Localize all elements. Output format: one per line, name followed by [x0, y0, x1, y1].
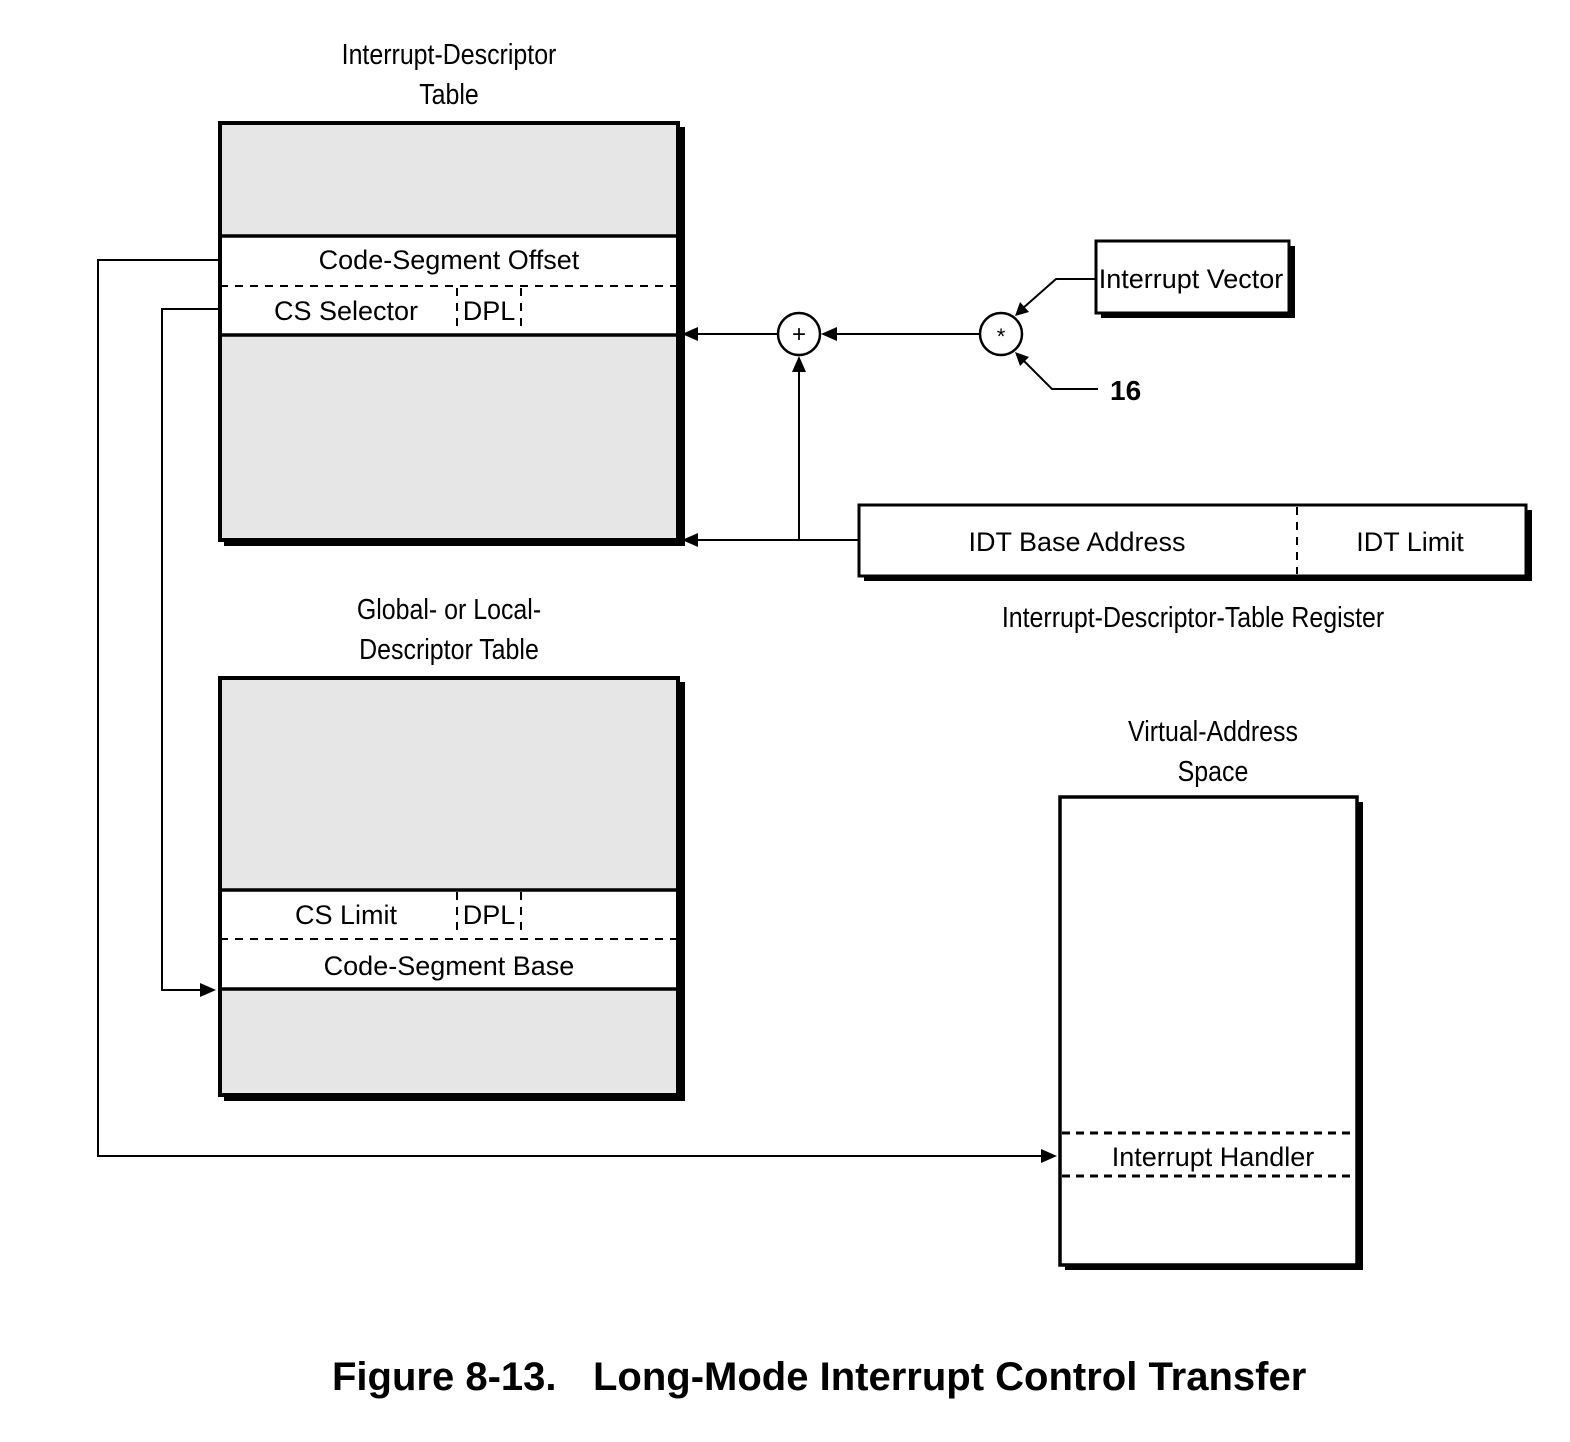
interrupt-vector-group: Interrupt Vector: [1094, 239, 1295, 318]
idtr-limit: IDT Limit: [1356, 527, 1464, 557]
gdt-title-line2: Descriptor Table: [359, 633, 539, 665]
gdt-dpl: DPL: [463, 900, 516, 930]
idt-code-segment-offset: Code-Segment Offset: [319, 245, 580, 275]
sixteen-to-multiply-arrowhead: [1015, 352, 1029, 366]
idt-cs-selector: CS Selector: [274, 296, 418, 326]
idtr-base-address: IDT Base Address: [968, 527, 1185, 557]
vas-group: Virtual-Address Space Interrupt Handler: [1058, 715, 1363, 1270]
multiply-to-add-arrowhead: [821, 327, 837, 341]
interrupt-handler-label: Interrupt Handler: [1112, 1142, 1315, 1172]
idt-title-line1: Interrupt-Descriptor: [342, 38, 557, 70]
interrupt-vector-label: Interrupt Vector: [1099, 264, 1284, 294]
figure-number: Figure 8-13.: [332, 1355, 557, 1399]
sixteen-to-multiply-wire: [1021, 358, 1098, 390]
multiply-symbol: *: [997, 324, 1006, 349]
gdt-cs-limit: CS Limit: [295, 900, 398, 930]
idtr-caption: Interrupt-Descriptor-Table Register: [1002, 601, 1384, 633]
offset-to-handler-arrowhead: [1041, 1149, 1057, 1163]
vas-title-line2: Space: [1178, 755, 1249, 787]
idt-dpl: DPL: [463, 296, 516, 326]
idtr-box: [857, 503, 1528, 578]
multiplier-value: 16: [1110, 375, 1141, 406]
gdt-title-line1: Global- or Local-: [357, 593, 541, 625]
idtr-to-add-arrowhead: [792, 356, 806, 372]
selector-to-gdt-arrowhead: [200, 983, 216, 997]
idt-title-line2: Table: [419, 78, 479, 110]
add-symbol: +: [792, 321, 806, 348]
multiply-node: *: [978, 311, 1024, 357]
idtr-to-idt-arrowhead: [682, 533, 698, 547]
vector-to-multiply-wire: [1021, 278, 1096, 310]
gdt-group: Global- or Local- Descriptor Table CS Li…: [218, 593, 685, 1101]
figure-title: Long-Mode Interrupt Control Transfer: [593, 1355, 1306, 1399]
vas-title-line1: Virtual-Address: [1128, 715, 1298, 747]
vas-box: [1058, 795, 1359, 1267]
offset-to-handler-wire: [97, 259, 1042, 1157]
gdt-code-segment-base: Code-Segment Base: [324, 951, 575, 981]
selector-to-gdt-wire: [161, 308, 220, 991]
idt-group: Interrupt-Descriptor Table Code-Segment …: [218, 38, 685, 546]
vector-to-multiply-arrowhead: [1015, 302, 1029, 316]
interrupt-vector-box: [1094, 239, 1291, 315]
gdt-table: [218, 676, 680, 1097]
add-node: +: [776, 311, 822, 357]
idtr-group: IDT Base Address IDT Limit Interrupt-Des…: [857, 503, 1532, 633]
add-to-idt-arrowhead: [682, 327, 698, 341]
